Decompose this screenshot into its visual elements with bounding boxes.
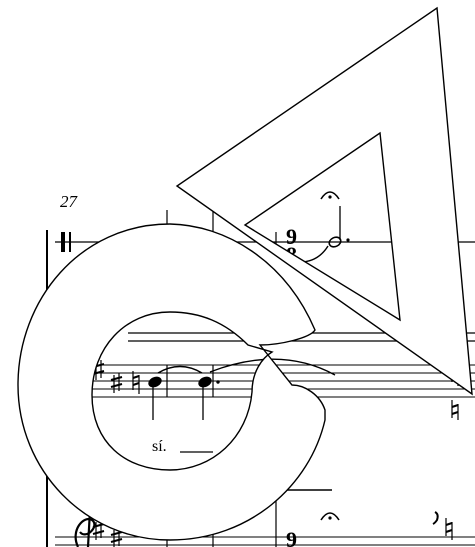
note-head: [198, 376, 212, 388]
repeat-bar-thin: [69, 232, 71, 252]
note-head: [148, 376, 162, 388]
ring-loop-shape: [17, 223, 326, 541]
fermata-icon: [320, 191, 340, 200]
augmentation-dot: [216, 380, 220, 384]
sharp-icon: [110, 528, 123, 547]
repeat-bar-thick: [61, 232, 65, 252]
breath-mark-icon: [432, 511, 439, 525]
natural-icon: [445, 518, 453, 540]
time-signature-numerator: 9: [286, 224, 297, 249]
natural-icon: [451, 400, 459, 420]
slur-middle: [209, 358, 336, 376]
tie-middle-1: [157, 365, 203, 374]
lyric-syllable: sí.: [152, 438, 167, 455]
time-signature-lower: 9: [286, 527, 297, 547]
sharp-icon: [110, 373, 123, 393]
augmentation-dot: [346, 238, 350, 242]
fermata-icon: [320, 512, 340, 521]
natural-icon: [132, 371, 140, 394]
triangle-frame-shape: [175, 6, 473, 396]
tie-upper: [299, 245, 329, 263]
measure-number: 27: [60, 192, 79, 211]
